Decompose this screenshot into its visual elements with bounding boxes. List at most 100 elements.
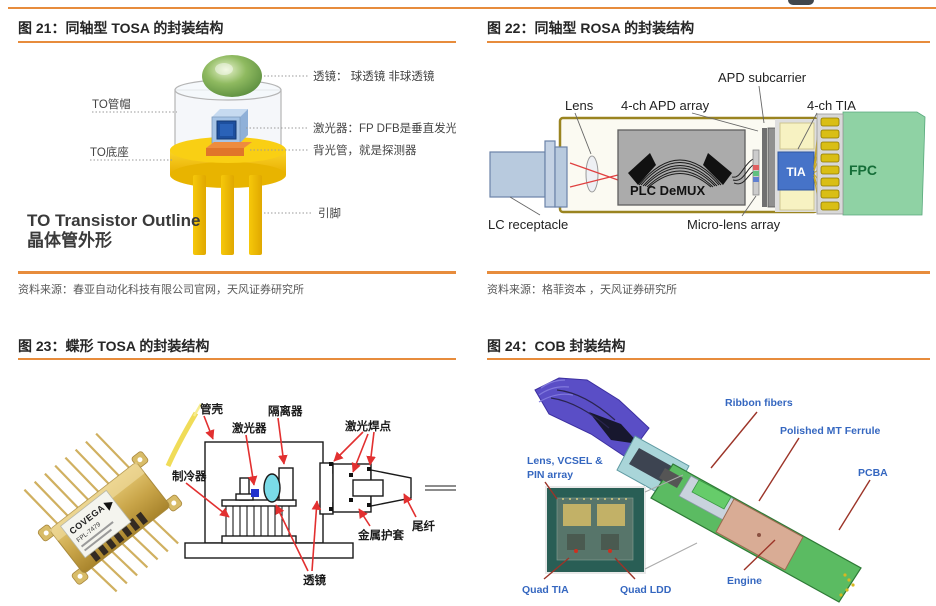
base-plate — [184, 542, 354, 559]
package-pins-top — [23, 432, 130, 525]
label-lens-vcsel-1: Lens, VCSEL & — [527, 455, 603, 467]
apd-subcarrier-bar — [762, 128, 767, 207]
output-plate — [319, 462, 334, 515]
label-ribbon-fibers: Ribbon fibers — [725, 397, 793, 409]
fig21-source: 资料来源：春亚自动化科技有限公司官网，天风证券研究所 — [18, 284, 304, 296]
label-to-base: TO底座 — [90, 145, 129, 159]
isolator-block — [278, 467, 294, 501]
fig21-caption-cn: 晶体管外形 — [27, 230, 112, 250]
label-laser: 激光器 — [232, 421, 267, 435]
light-rays — [569, 162, 619, 188]
yellow-block-bottom — [779, 189, 815, 211]
fiber-fan-left — [628, 153, 656, 185]
fig22-source: 资料来源：格菲资本 ，天风证券研究所 — [487, 284, 678, 296]
label-lens-vcsel-2: PIN array — [527, 469, 573, 481]
fiber-fan-right — [703, 153, 732, 185]
fig24-image: Ribbon fibers Polished MT Ferrule PCBA L… — [522, 377, 888, 603]
inset-photo — [545, 486, 646, 574]
fig22-leader-lines — [509, 85, 818, 217]
label-lens: 透镜 — [303, 573, 326, 587]
pin-right — [249, 175, 262, 255]
fig21-title: 图 21：同轴型 TOSA 的封装结构 — [18, 20, 224, 36]
label-engine: Engine — [727, 575, 762, 587]
ball-lens — [202, 55, 262, 97]
label-mt-ferrule: Polished MT Ferrule — [780, 425, 881, 437]
label-apd-array: 4-ch APD array — [621, 98, 710, 113]
fig22-image: PLC DeMUX TIA — [488, 70, 926, 232]
fig22-title-rule — [487, 41, 930, 43]
fig23-image: COVEGA FPL-7479 — [23, 402, 456, 593]
fig22-source-rule — [487, 271, 930, 274]
page-top-rule — [8, 7, 936, 9]
label-fpc: FPC — [849, 162, 877, 178]
laser-chip — [251, 489, 259, 497]
gold-pads — [820, 117, 840, 211]
tec-base — [221, 535, 297, 544]
board-clip — [659, 468, 683, 488]
pin-middle — [221, 175, 234, 255]
label-metal-sheath: 金属护套 — [357, 528, 404, 542]
laser-cube-top — [212, 109, 248, 117]
laser-mount-step — [235, 493, 254, 501]
fig23-red-arrows — [185, 415, 417, 572]
ferrule-inner — [352, 479, 384, 497]
label-lens: 透镜： 球透镜 非球透镜 — [313, 69, 435, 83]
yellow-block-top — [779, 122, 815, 150]
label-backlight: 背光管，就是探测器 — [313, 143, 417, 157]
label-laser: 激光器：FP DFB是垂直发光 — [313, 121, 456, 135]
fig24-title-rule — [487, 358, 930, 360]
fig22-title: 图 22：同轴型 ROSA 的封装结构 — [487, 20, 695, 36]
tec-platform — [221, 499, 297, 507]
label-weld-points: 激光焊点 — [345, 419, 391, 433]
fig21-title-rule — [18, 41, 456, 43]
weld-dots — [329, 462, 371, 511]
label-to-cap: TO管帽 — [92, 97, 131, 111]
fig21-leader-lines — [90, 75, 313, 214]
lens1 — [263, 473, 281, 503]
edge-connector-pads — [839, 573, 855, 597]
green-block — [691, 479, 732, 510]
label-quad-ldd: Quad LDD — [620, 584, 672, 596]
fiber-bundle-arcs — [638, 159, 722, 188]
laser-cube-side — [240, 109, 248, 143]
label-micro-lens-array: Micro-lens array — [687, 217, 781, 232]
butterfly-package: COVEGA FPL-7479 — [23, 432, 183, 593]
pad-column — [816, 113, 844, 215]
label-apd-subcarrier: APD subcarrier — [718, 70, 807, 85]
fig21-image: TO管帽 TO底座 透镜： 球透镜 非球透镜 激光器：FP DFB是垂直发光 背… — [27, 55, 456, 255]
fig21-source-rule — [18, 271, 456, 274]
label-quad-tia: Quad TIA — [522, 584, 569, 596]
butterfly-schematic — [184, 441, 456, 559]
label-tia: TIA — [786, 165, 806, 179]
fig24-leader-lines — [543, 411, 871, 580]
lc-receptacle-drawing — [489, 140, 568, 208]
label-isolator: 隔离器 — [268, 404, 303, 418]
boot-slot — [589, 412, 639, 444]
monitor-chip-top — [206, 142, 252, 148]
pin-left — [193, 175, 206, 255]
label-pin: 引脚 — [318, 206, 341, 220]
plc-demux-drawing: PLC DeMUX — [617, 129, 754, 206]
fig24-title: 图 24：COB 封装结构 — [487, 338, 626, 354]
engine-dot — [757, 533, 761, 537]
package-label — [59, 489, 132, 559]
lens-highlight — [215, 63, 233, 75]
inset-pads — [562, 498, 627, 500]
fiber-tip — [192, 403, 203, 417]
label-pcba: PCBA — [858, 467, 888, 479]
fig21-caption-en: TO Transistor Outline — [27, 211, 201, 230]
fig23-title-rule — [18, 358, 456, 360]
rosa-lens — [585, 155, 599, 193]
label-shell: 管壳 — [200, 402, 223, 416]
label-pigtail: 尾纤 — [411, 519, 435, 533]
tec-fins — [225, 506, 290, 536]
label-lc-receptacle: LC receptacle — [488, 217, 568, 232]
fig23-title: 图 23：蝶形 TOSA 的封装结构 — [18, 338, 210, 354]
label-cooler: 制冷器 — [172, 469, 207, 483]
inset-callout-lines — [644, 474, 698, 570]
micro-lens-strip — [752, 149, 760, 196]
fiber-pigtail-photo — [165, 411, 199, 468]
monitor-chip-front — [206, 148, 244, 156]
label-lens: Lens — [565, 98, 594, 113]
